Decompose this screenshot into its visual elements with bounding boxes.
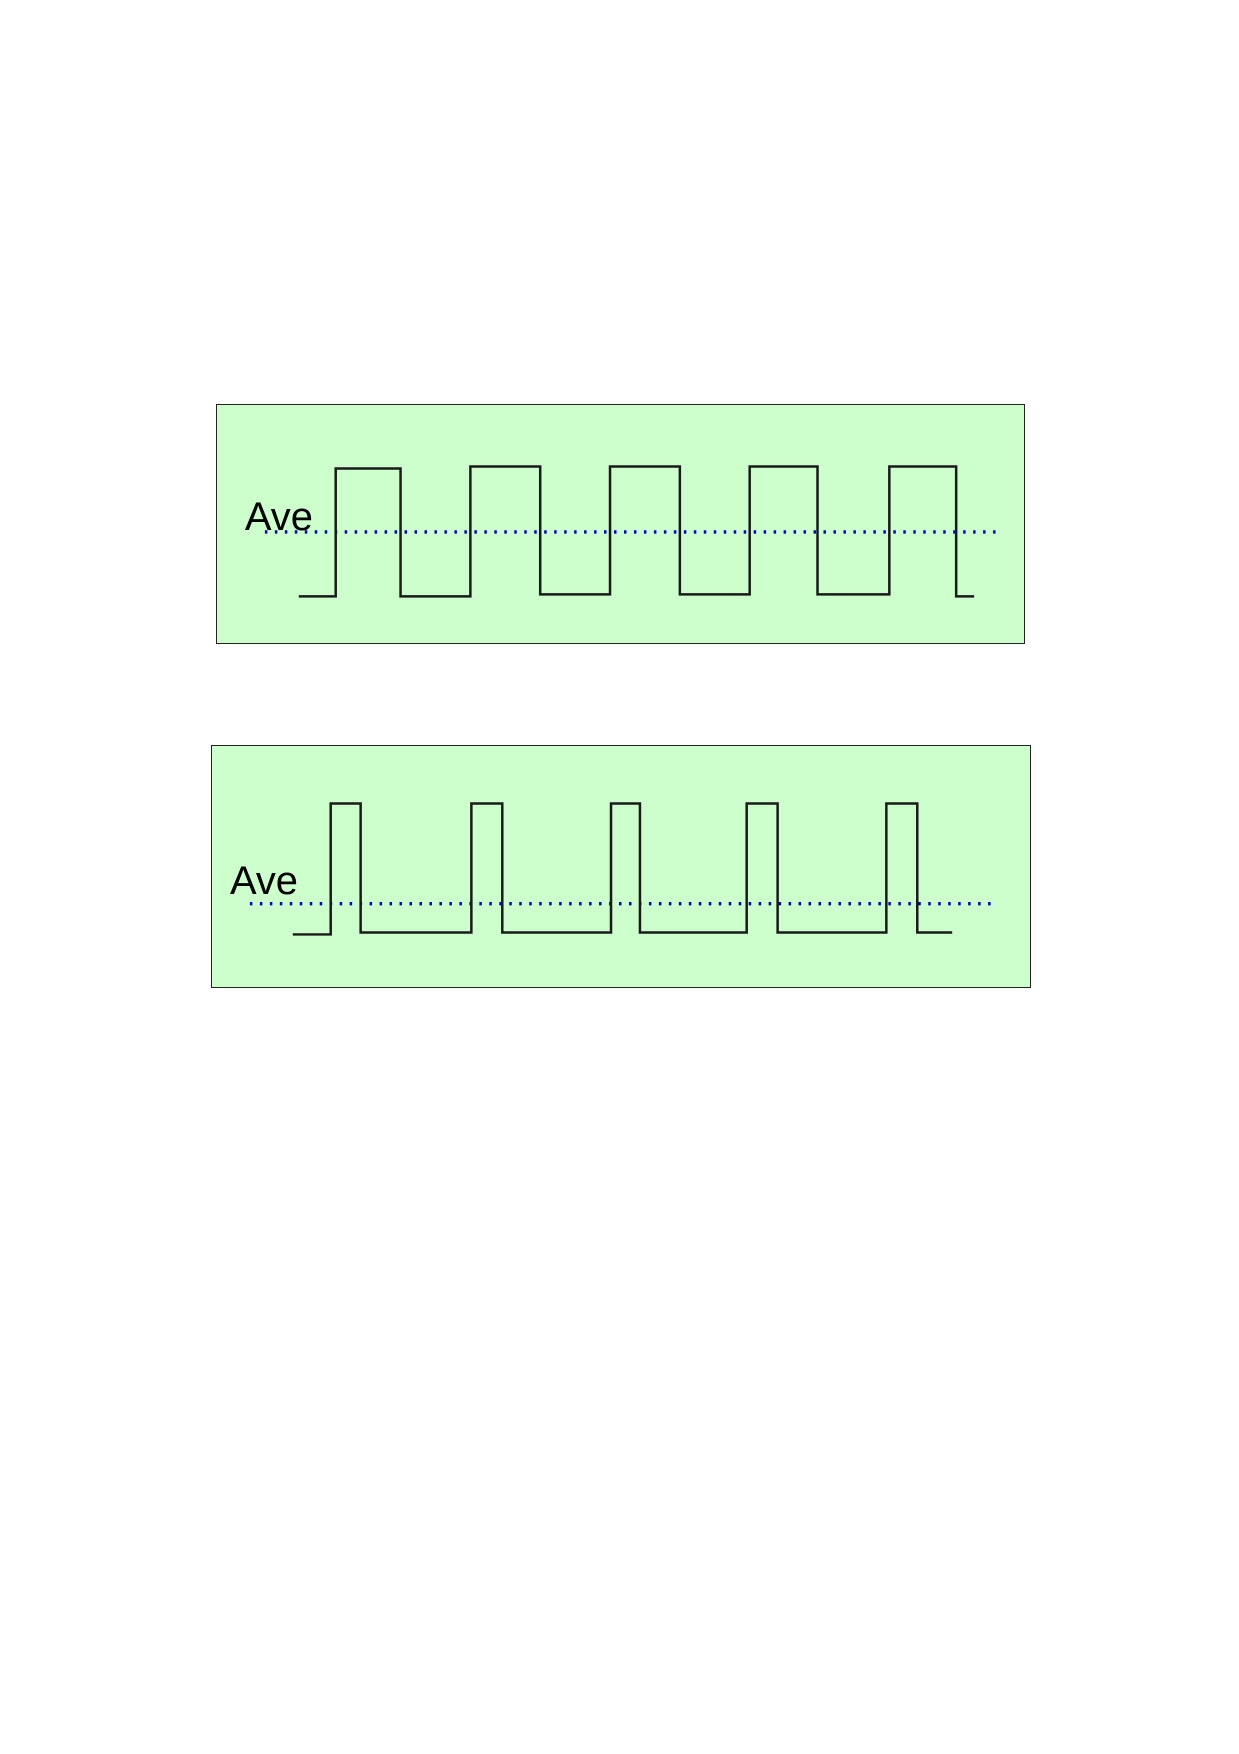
- pulse-waveform: [292, 802, 953, 936]
- average-label: Ave: [230, 859, 298, 903]
- square-wave-diagram-1: Ave: [245, 465, 1001, 598]
- square-wave-panel-50-duty: Ave: [216, 404, 1025, 644]
- square-waveform: [298, 465, 975, 598]
- square-wave-panel-20-duty: Ave: [211, 745, 1031, 988]
- square-wave-diagram-2: Ave: [230, 802, 996, 936]
- average-label: Ave: [245, 495, 313, 539]
